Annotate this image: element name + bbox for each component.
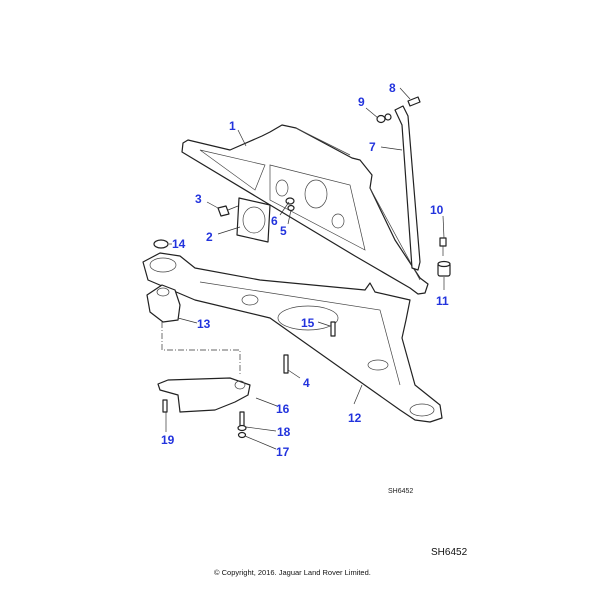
part-12-lower-crossmember bbox=[142, 252, 443, 423]
callout-13: 13 bbox=[197, 317, 211, 331]
part-11-bush bbox=[437, 260, 451, 277]
callout-9: 9 bbox=[358, 95, 365, 109]
callout-18: 18 bbox=[277, 425, 291, 439]
part-14-washer bbox=[153, 239, 169, 249]
part-2-plate bbox=[236, 197, 271, 243]
callout-5: 5 bbox=[280, 224, 287, 238]
part-7-strut bbox=[394, 105, 421, 271]
callout-12: 12 bbox=[348, 411, 362, 425]
callout-15: 15 bbox=[301, 316, 315, 330]
part-17-18-fasteners bbox=[237, 411, 247, 439]
copyright-notice: © Copyright, 2016. Jaguar Land Rover Lim… bbox=[214, 568, 371, 577]
callout-8: 8 bbox=[389, 81, 396, 95]
part-5-6-nut-washer bbox=[285, 197, 295, 212]
callout-7: 7 bbox=[369, 140, 376, 154]
callout-16: 16 bbox=[276, 402, 290, 416]
callout-3: 3 bbox=[195, 192, 202, 206]
callout-1: 1 bbox=[229, 119, 236, 133]
part-19-bolt bbox=[162, 399, 168, 413]
callout-4: 4 bbox=[303, 376, 310, 390]
sheet-code: SH6452 bbox=[431, 547, 468, 558]
callout-11: 11 bbox=[436, 294, 449, 308]
callout-2: 2 bbox=[206, 230, 213, 244]
callout-17: 17 bbox=[276, 445, 290, 459]
part-9-nut bbox=[376, 113, 392, 124]
part-10-bolt bbox=[439, 237, 447, 256]
illustration-code: SH6452 bbox=[388, 488, 414, 495]
part-8-bolt bbox=[407, 96, 421, 107]
callout-6: 6 bbox=[271, 214, 278, 228]
part-15-bolt bbox=[330, 321, 336, 337]
part-4-bolt bbox=[283, 354, 289, 374]
leader-lines bbox=[165, 87, 445, 450]
part-16-bracket bbox=[157, 377, 251, 413]
part-13-mount bbox=[146, 284, 241, 375]
callout-19: 19 bbox=[161, 433, 175, 447]
part-3-bolt bbox=[217, 205, 239, 217]
callout-10: 10 bbox=[430, 203, 444, 217]
callout-14: 14 bbox=[172, 237, 186, 251]
